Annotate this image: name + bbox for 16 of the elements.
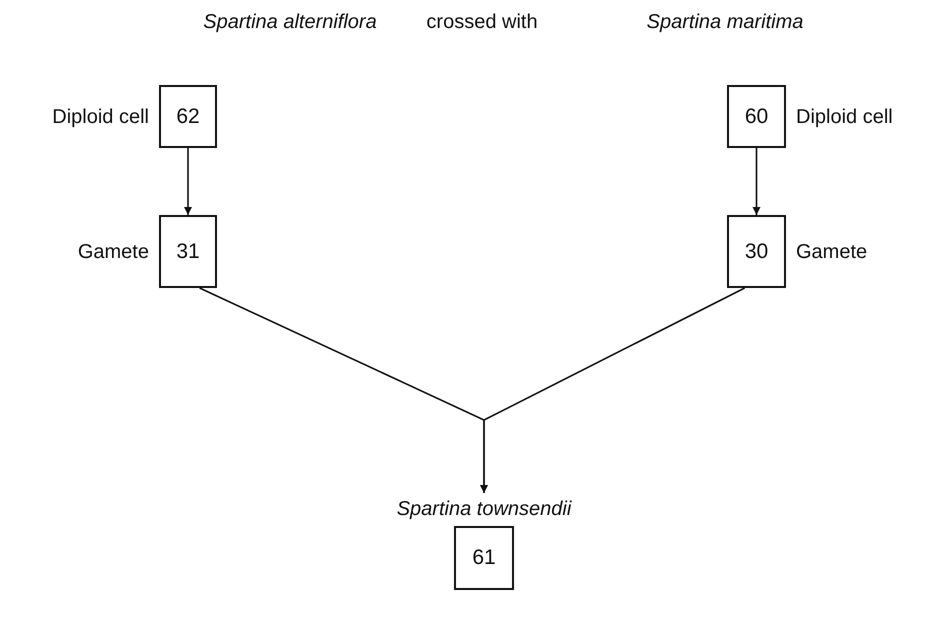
arrow xyxy=(480,287,746,493)
arrow xyxy=(752,148,760,215)
arrow xyxy=(184,148,192,215)
species-name: Spartina townsendii xyxy=(396,497,573,521)
node-caption: Gamete xyxy=(796,240,868,264)
number-box: 62 xyxy=(159,85,217,148)
node-caption: Gamete xyxy=(78,240,149,264)
node-caption: Diploid cell xyxy=(796,104,893,128)
number-box: 31 xyxy=(159,215,217,288)
node-caption: Diploid cell xyxy=(52,104,149,128)
number-box: 60 xyxy=(727,85,786,148)
connector-text: crossed with xyxy=(426,10,538,34)
number-box: 61 xyxy=(454,526,514,590)
species-name: Spartina alterniflora xyxy=(203,10,377,34)
number-box: 30 xyxy=(727,215,786,288)
species-name: Spartina maritima xyxy=(646,10,804,34)
